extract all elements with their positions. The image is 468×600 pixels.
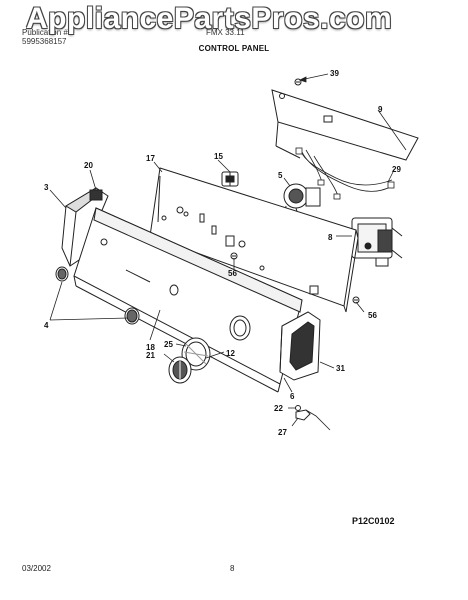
callout-9: 9	[378, 105, 383, 114]
callout-56-a: 56	[228, 269, 237, 278]
footer-page-number: 8	[230, 564, 235, 573]
callout-31: 31	[336, 364, 345, 373]
leader-lines	[49, 73, 407, 427]
callout-17: 17	[146, 154, 155, 163]
callout-56-b: 56	[368, 311, 377, 320]
diagram-code: P12C0102	[352, 516, 395, 526]
console-back-panel-17	[149, 167, 359, 313]
callout-8: 8	[328, 233, 333, 242]
watermark-logo: AppliancePartsPros.com	[26, 2, 393, 35]
callout-20: 20	[84, 161, 93, 170]
callout-22: 22	[274, 404, 283, 413]
screw-39	[294, 78, 302, 86]
callout-18: 18	[146, 343, 155, 352]
rotary-switch-15	[221, 171, 239, 187]
callout-6: 6	[290, 392, 295, 401]
diagram-title: CONTROL PANEL	[198, 44, 270, 53]
callout-15: 15	[214, 152, 223, 161]
callout-39: 39	[330, 69, 339, 78]
footer-date: 03/2002	[22, 564, 51, 573]
callout-29: 29	[392, 165, 401, 174]
clip-22-27	[295, 405, 331, 431]
wiring-harness	[295, 147, 395, 200]
front-console-panel-18	[73, 207, 303, 393]
knob-4-middle	[124, 307, 140, 325]
screw-56-b	[352, 296, 360, 304]
timer-knob-21	[168, 356, 192, 384]
publication-number: 5995368157	[22, 37, 67, 46]
callout-5: 5	[278, 171, 283, 180]
right-end-cap	[279, 311, 321, 381]
pressure-switch-5	[283, 183, 321, 227]
callout-labels: 39 9 15 17 20 3 5 29 8 56 4 18 25 21 12 …	[44, 69, 401, 437]
knob-4-left	[55, 266, 69, 282]
callout-4: 4	[44, 321, 49, 330]
callout-27: 27	[278, 428, 287, 437]
callout-3: 3	[44, 183, 49, 192]
callout-12: 12	[226, 349, 235, 358]
callout-21: 21	[146, 351, 155, 360]
callout-25: 25	[164, 340, 173, 349]
publication-label: Publication #	[22, 28, 68, 37]
model-label: FMX 33.11	[206, 28, 245, 37]
rear-bracket-plate	[271, 89, 419, 161]
